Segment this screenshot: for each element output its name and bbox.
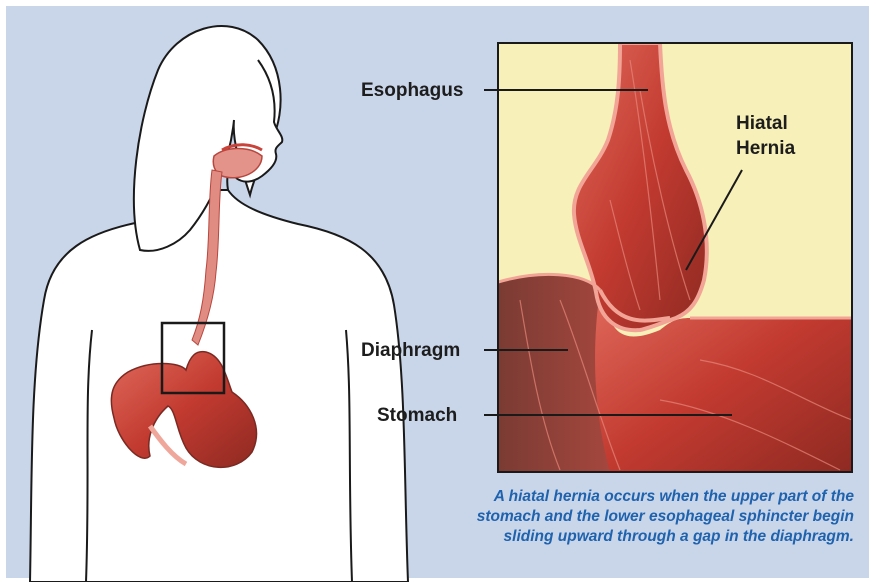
label-hernia: Hernia: [736, 138, 796, 159]
caption: A hiatal hernia occurs when the upper pa…: [410, 487, 854, 547]
label-hiatal: Hiatal: [736, 113, 788, 134]
caption-line-3: sliding upward through a gap in the diap…: [410, 527, 854, 547]
label-stomach: Stomach: [377, 405, 457, 426]
female-figure: [30, 26, 408, 582]
label-diaphragm: Diaphragm: [361, 340, 460, 361]
caption-line-1: A hiatal hernia occurs when the upper pa…: [410, 487, 854, 507]
diaphragm-tissue: [498, 274, 610, 472]
caption-line-2: stomach and the lower esophageal sphinct…: [410, 507, 854, 527]
label-esophagus: Esophagus: [361, 80, 463, 101]
inset-closeup: [498, 43, 852, 472]
